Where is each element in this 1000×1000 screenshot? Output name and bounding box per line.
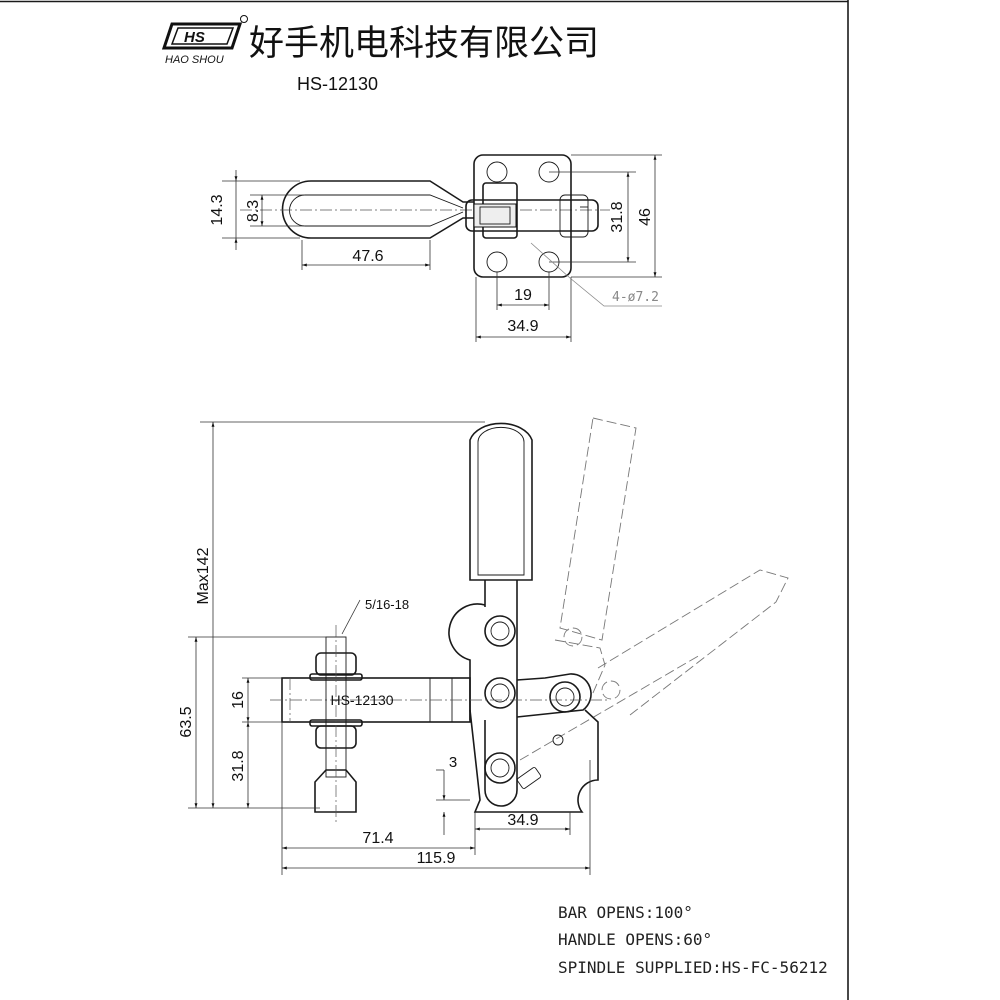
dim-bar-height: 31.8 — [230, 750, 247, 781]
dim-spindle-height: 63.5 — [178, 706, 195, 737]
dim-base-width: 34.9 — [507, 812, 538, 829]
company-logo: HS HAO SHOU — [161, 15, 248, 66]
dim-reach: 71.4 — [362, 830, 393, 847]
dim-hole-spacing-vertical: 31.8 — [609, 201, 626, 232]
note-handle-opens: HANDLE OPENS:60° — [558, 930, 712, 949]
top-view: 14.3 8.3 47.6 31.8 46 19 34.9 4-ø7.2 — [209, 154, 662, 342]
dim-max-height: Max142 — [195, 547, 212, 604]
dim-handle-length: 47.6 — [352, 248, 383, 265]
bar-model-label: HS-12130 — [330, 692, 393, 708]
company-name: 好手机电科技有限公司 — [249, 24, 599, 63]
dim-mounting-holes: 4-ø7.2 — [612, 290, 659, 305]
spec-notes: BAR OPENS:100° HANDLE OPENS:60° SPINDLE … — [558, 903, 828, 977]
note-bar-opens: BAR OPENS:100° — [558, 903, 693, 922]
dim-handle-outer-width: 14.3 — [209, 194, 226, 225]
drawing-frame — [0, 0, 849, 1000]
logo-mark: HS — [184, 29, 205, 46]
side-view: Max142 5/16-18 HS-12130 63.5 16 31.8 3 3… — [178, 417, 789, 875]
note-spindle-supplied: SPINDLE SUPPLIED:HS-FC-56212 — [558, 958, 828, 977]
logo-subtitle: HAO SHOU — [165, 54, 224, 66]
dim-overall-length: 115.9 — [417, 850, 456, 867]
dim-base-height: 46 — [637, 208, 654, 226]
header: HS HAO SHOU 好手机电科技有限公司 HS-12130 — [161, 15, 599, 94]
dim-base-width: 34.9 — [507, 318, 538, 335]
dim-handle-inner-width: 8.3 — [245, 200, 262, 222]
dim-thread: 5/16-18 — [365, 597, 409, 612]
dim-bar-thickness: 16 — [230, 691, 247, 709]
dim-base-offset: 3 — [449, 754, 457, 771]
dim-hole-spacing-horizontal: 19 — [514, 287, 532, 304]
model-number: HS-12130 — [297, 74, 378, 94]
